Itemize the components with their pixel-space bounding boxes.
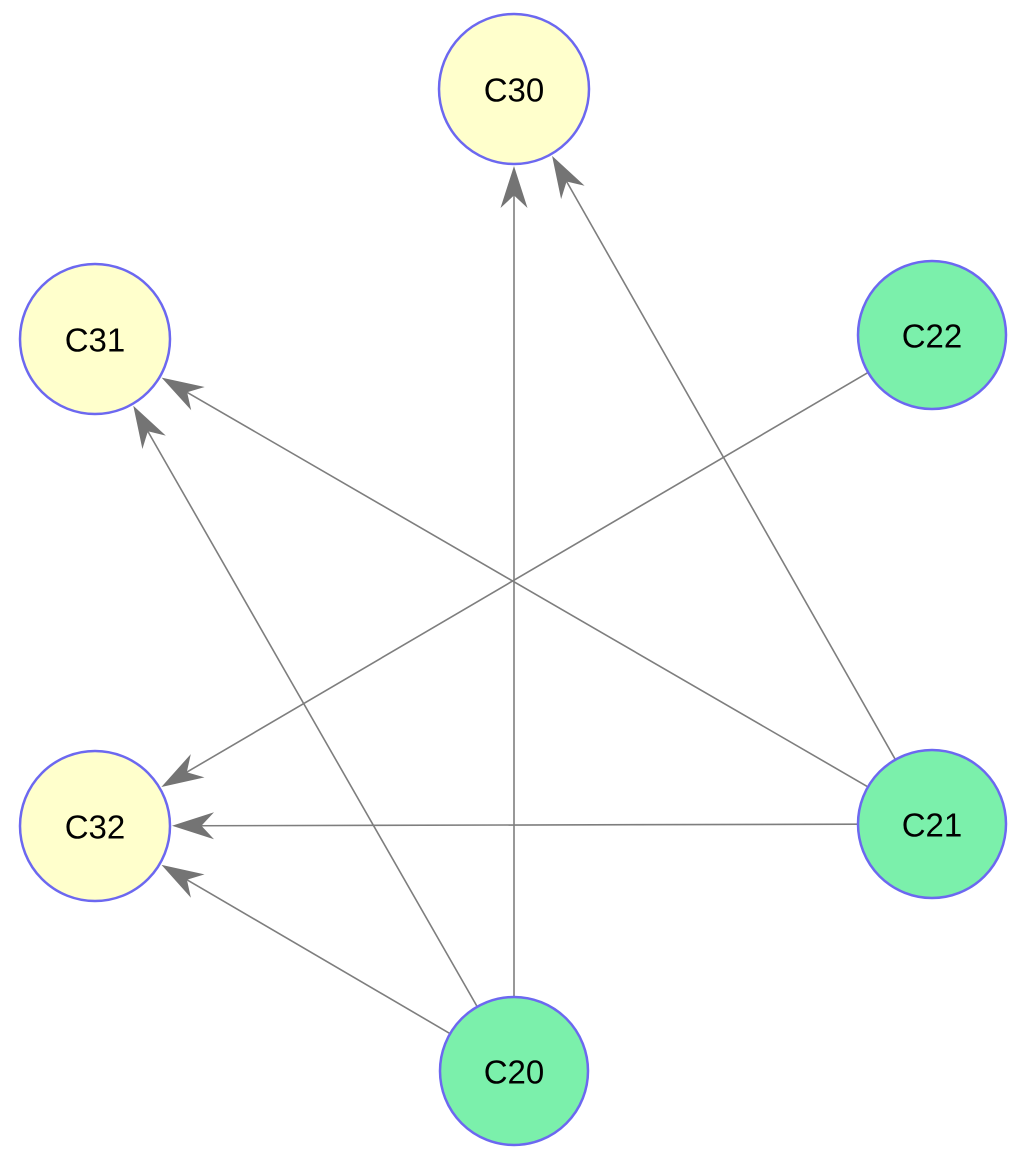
node-circle-C21[interactable] (856, 748, 1008, 900)
arrowhead-C20-C30 (500, 166, 528, 208)
node-circle-C31[interactable] (18, 262, 172, 416)
edge-C22-C32 (180, 372, 868, 777)
arrowhead-C21-C30 (552, 155, 585, 200)
arrowhead-C21-C32 (172, 812, 214, 840)
edge-C20-C31 (144, 425, 478, 1007)
edge-C20-C32 (181, 875, 450, 1034)
arrowhead-C21-C31 (161, 377, 205, 411)
graph-node-C32[interactable]: C32 (18, 749, 172, 903)
edge-C21-C32 (195, 823, 858, 827)
graph-node-C22[interactable]: C22 (856, 259, 1008, 411)
node-circle-C22[interactable] (856, 259, 1008, 411)
edge-C21-C31 (181, 388, 868, 788)
node-circle-C32[interactable] (18, 749, 172, 903)
graph-node-C30[interactable]: C30 (437, 12, 591, 166)
edge-C21-C30 (562, 175, 896, 760)
arrowhead-C20-C31 (133, 405, 166, 449)
graph-node-C31[interactable]: C31 (18, 262, 172, 416)
node-circle-C30[interactable] (437, 12, 591, 166)
node-circle-C20[interactable] (438, 995, 590, 1147)
arrowhead-C22-C32 (161, 754, 205, 787)
graph-node-C20[interactable]: C20 (438, 995, 590, 1147)
arrowhead-C20-C32 (161, 864, 205, 898)
graph-node-C21[interactable]: C21 (856, 748, 1008, 900)
